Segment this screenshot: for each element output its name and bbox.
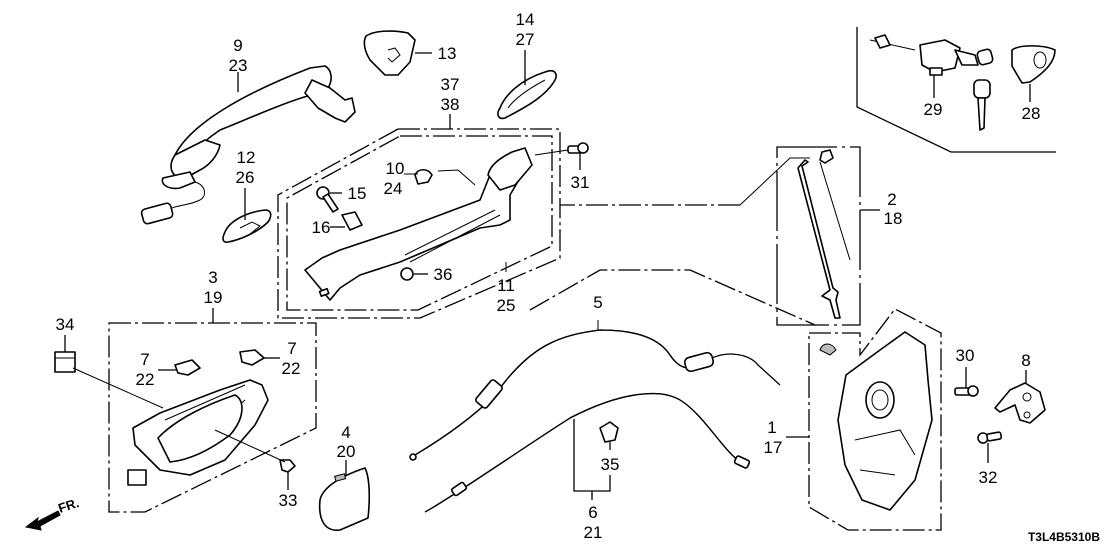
clip-7-right bbox=[239, 349, 265, 366]
cover-4 bbox=[318, 467, 371, 531]
screw-33 bbox=[279, 459, 296, 473]
callout-30: 30 bbox=[956, 346, 975, 365]
frame-outline-inner bbox=[286, 135, 553, 311]
clip-7-left bbox=[174, 359, 201, 376]
callout-33: 33 bbox=[279, 491, 298, 510]
grommet-36 bbox=[400, 267, 414, 281]
rod-2 bbox=[797, 149, 841, 319]
link-line-upper bbox=[739, 157, 810, 206]
bolt-15 bbox=[316, 186, 339, 213]
frame-outline-outer-2 bbox=[277, 128, 561, 319]
clip-10 bbox=[414, 168, 433, 185]
front-direction-label: FR. bbox=[56, 495, 81, 516]
callout-29: 29 bbox=[924, 100, 943, 119]
leader-31-base bbox=[534, 149, 569, 156]
link-line-lower bbox=[529, 269, 816, 326]
striker-8 bbox=[994, 382, 1046, 424]
handle-base-frame bbox=[304, 147, 533, 301]
front-direction-arrow: FR. bbox=[24, 495, 81, 531]
inside-handle-box bbox=[108, 322, 317, 513]
key-29 bbox=[973, 48, 994, 131]
callout-35: 35 bbox=[601, 455, 620, 474]
cable-5 bbox=[409, 329, 781, 461]
screw-30 bbox=[954, 385, 979, 397]
latch-cap bbox=[819, 343, 837, 356]
outer-door-handle bbox=[140, 65, 356, 225]
cable-6 bbox=[424, 392, 751, 513]
clip-34 bbox=[54, 351, 76, 373]
callout-5: 5 bbox=[593, 293, 602, 312]
key-cylinder-cap-28 bbox=[1011, 45, 1056, 84]
key-cylinder-29 bbox=[869, 34, 979, 76]
key-cylinder-box bbox=[856, 27, 1056, 153]
diagram-code: T3L4B5310B bbox=[1028, 530, 1100, 544]
callout-16: 16 bbox=[312, 218, 331, 237]
latch-box bbox=[808, 308, 942, 531]
nut-16 bbox=[341, 211, 363, 231]
screw-32 bbox=[977, 431, 1003, 444]
frame-outline-outer bbox=[398, 128, 740, 206]
callout-32: 32 bbox=[979, 468, 998, 487]
callout-13: 13 bbox=[438, 44, 457, 63]
rod-guide-line bbox=[819, 161, 851, 261]
callout-15: 15 bbox=[348, 184, 367, 203]
handle-cap-13 bbox=[363, 30, 416, 76]
leader-34-link bbox=[72, 367, 164, 409]
door-lock-latch bbox=[837, 331, 933, 511]
handle-protector-12 bbox=[222, 209, 272, 243]
rod-box bbox=[776, 146, 861, 326]
clip-35 bbox=[599, 421, 619, 443]
callout-28: 28 bbox=[1022, 104, 1041, 123]
callout-34: 34 bbox=[56, 315, 75, 334]
callout-31: 31 bbox=[571, 173, 590, 192]
callout-8: 8 bbox=[1021, 351, 1030, 370]
inside-handle bbox=[127, 379, 269, 486]
leader-33-link bbox=[214, 429, 286, 463]
bolt-31 bbox=[567, 142, 589, 154]
handle-protector-14 bbox=[497, 69, 557, 120]
callout-36: 36 bbox=[434, 265, 453, 284]
leader-10-24 bbox=[404, 169, 476, 186]
